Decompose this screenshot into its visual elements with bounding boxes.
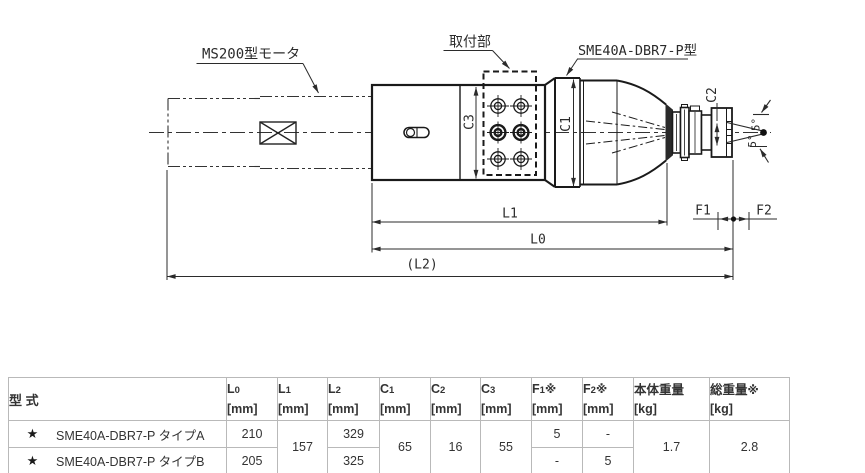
model-cell-a: ★ SME40A-DBR7-P タイプA [8, 420, 227, 448]
table-row-type-b: ★ SME40A-DBR7-P タイプB 205 325 - 5 [8, 447, 790, 473]
motor-callout: MS200型モータ [196, 47, 319, 94]
header-total-weight-main: 総重量 [710, 382, 748, 397]
header-c1-unit: [mm] [380, 402, 411, 416]
cell-f2-a: - [582, 420, 634, 448]
dim-f1-label: F1 [695, 204, 711, 219]
header-total-weight-suffix: ※ [747, 384, 759, 397]
taper-angle-annotation [726, 99, 771, 163]
header-c3-main: C [481, 382, 491, 396]
coupling-symbol [259, 121, 297, 145]
cell-f1-a: 5 [531, 420, 583, 448]
header-l1-unit: [mm] [278, 402, 309, 416]
cell-l2-a: 329 [327, 420, 380, 448]
header-l0-unit: [mm] [227, 402, 258, 416]
front-cone [544, 77, 667, 188]
header-f2-sub: 2 [590, 385, 596, 396]
header-body-weight: 本体重量 [kg] [633, 377, 710, 421]
model-name-b: SME40A-DBR7-P タイプB [56, 455, 205, 469]
dim-c2-label: C2 [705, 87, 720, 103]
cell-total-weight-shared: 2.8 [709, 420, 790, 473]
dim-c3: C3 [463, 86, 479, 179]
table-row-type-a: ★ SME40A-DBR7-P タイプA 210 157 329 65 16 5… [8, 420, 790, 473]
cell-f1-b: - [531, 447, 583, 473]
model-callout: SME40A-DBR7-P型 [566, 43, 697, 76]
technical-drawing: 5° 5° L1 L0 (L2) [149, 35, 777, 280]
cell-l1-shared: 157 [277, 420, 328, 473]
cell-c1-shared: 65 [379, 420, 431, 473]
header-total-weight: 総重量※ [kg] [709, 377, 790, 421]
header-f1-unit: [mm] [532, 402, 563, 416]
mounting-area [482, 70, 537, 176]
header-row: 型 式 L0[mm] L1[mm] L2[mm] C1[mm] C2[mm] C… [8, 377, 790, 421]
cell-c3-shared: 55 [480, 420, 532, 473]
dim-c1-label: C1 [559, 116, 574, 132]
header-c2-unit: [mm] [431, 402, 462, 416]
header-model: 型 式 [8, 377, 227, 421]
header-l2-sub: 2 [335, 385, 341, 396]
dim-l2: (L2) [166, 258, 733, 279]
header-f2-suffix: ※ [595, 384, 608, 396]
angle-bottom-label: 5° [746, 134, 759, 147]
model-label: SME40A-DBR7-P型 [578, 43, 697, 59]
angle-top-label: 5° [750, 118, 763, 131]
dim-f1-f2 [693, 212, 777, 230]
mount-label: 取付部 [449, 35, 491, 51]
header-c1-main: C [380, 382, 390, 396]
header-c2-sub: 2 [440, 385, 446, 396]
dim-l0-label: L0 [530, 233, 546, 248]
header-c1: C1 [mm] [379, 377, 431, 421]
header-f1-suffix: ※ [544, 384, 557, 396]
header-c2: C2 [mm] [430, 377, 481, 421]
motor-label: MS200型モータ [202, 47, 300, 63]
dim-f2-label: F2 [756, 204, 772, 219]
dim-l0: L0 [371, 233, 733, 252]
header-f2-main: F [583, 382, 591, 396]
star-icon: ★ [26, 452, 39, 468]
extension-lines [166, 160, 734, 280]
cell-l2-b: 325 [327, 447, 380, 473]
header-l0-main: L [227, 382, 235, 396]
cell-body-weight-shared: 1.7 [633, 420, 710, 473]
header-f2-unit: [mm] [583, 402, 614, 416]
model-name-a: SME40A-DBR7-P タイプA [56, 428, 205, 443]
header-f1: F1※ [mm] [531, 377, 583, 421]
header-l2: L2 [mm] [327, 377, 380, 421]
dim-c3-label: C3 [463, 114, 478, 130]
dim-c2: C2 [705, 87, 720, 146]
header-l1: L1 [mm] [277, 377, 328, 421]
spec-table: 型 式 L0[mm] L1[mm] L2[mm] C1[mm] C2[mm] C… [8, 377, 790, 473]
dim-l1: L1 [371, 207, 667, 225]
cell-c2-shared: 16 [430, 420, 481, 473]
header-c1-sub: 1 [389, 385, 395, 396]
cell-f2-b: 5 [582, 447, 634, 473]
header-c3: C3 [mm] [480, 377, 532, 421]
model-cell-b: ★ SME40A-DBR7-P タイプB [8, 447, 227, 473]
header-l1-sub: 1 [285, 385, 291, 396]
header-l0-sub: 0 [234, 385, 240, 396]
header-c3-sub: 3 [490, 385, 496, 396]
header-body-weight-main: 本体重量 [634, 382, 685, 397]
header-c3-unit: [mm] [481, 402, 512, 416]
header-c2-main: C [431, 382, 441, 396]
collet-nose [665, 103, 733, 162]
header-f1-main: F [532, 382, 540, 396]
header-l2-unit: [mm] [328, 402, 359, 416]
dim-c1: C1 [559, 79, 576, 187]
dim-l1-label: L1 [502, 207, 518, 222]
cell-l0-b: 205 [226, 447, 278, 473]
mount-callout: 取付部 [443, 35, 510, 69]
star-icon: ★ [26, 426, 39, 441]
header-total-weight-unit: [kg] [710, 401, 733, 416]
header-f2: F2※ [mm] [582, 377, 634, 421]
header-l2-main: L [328, 382, 336, 396]
cell-l0-a: 210 [226, 420, 278, 448]
header-f1-sub: 1 [539, 385, 545, 396]
motor-outline [167, 95, 372, 170]
header-l1-main: L [278, 382, 286, 396]
dim-l2-label: (L2) [406, 258, 437, 273]
header-body-weight-unit: [kg] [634, 401, 657, 416]
header-l0: L0 [mm] [226, 377, 278, 421]
